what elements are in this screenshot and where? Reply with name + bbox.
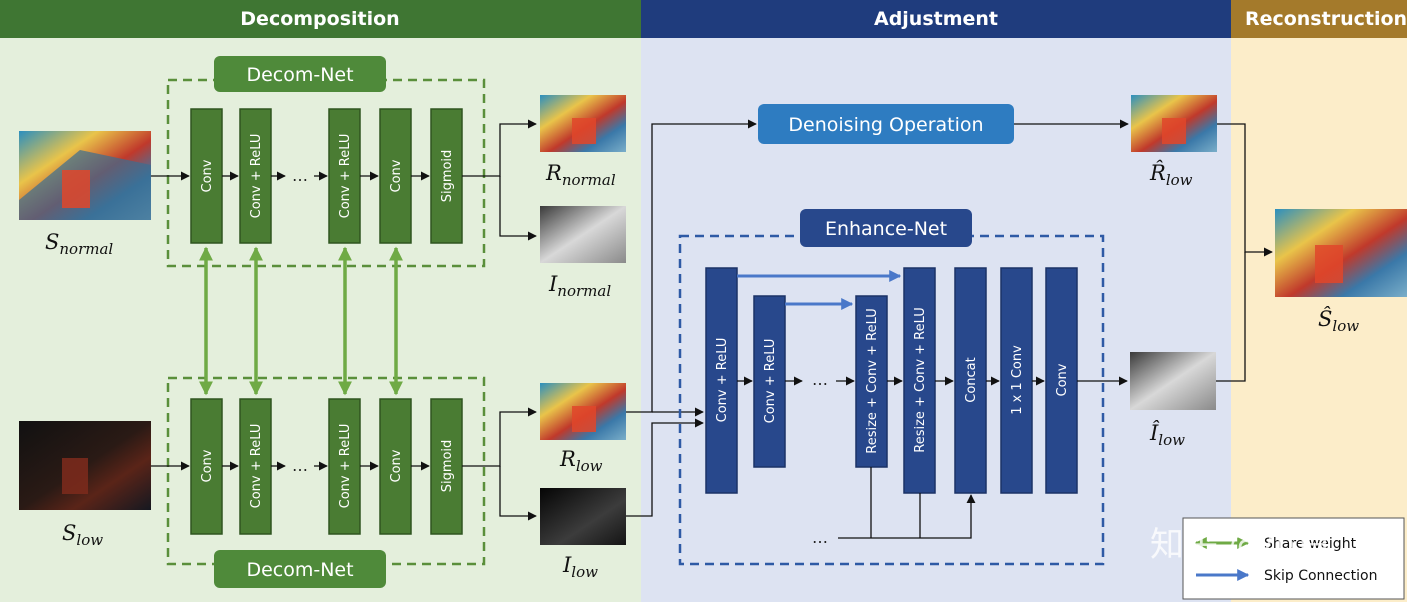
enhance-block-conv-relu-1-label: Conv + ReLU [715, 338, 730, 423]
reconstruction-title: Reconstruction [1245, 8, 1407, 30]
enhance-block-conv-label: Conv [1055, 363, 1070, 396]
top-block-conv-relu-1-label: Conv + ReLU [249, 134, 264, 219]
reconstruction-header [1231, 0, 1407, 38]
top-block-conv-relu-2 [328, 108, 361, 244]
decom-net-bottom-title-box [214, 550, 386, 588]
decom-net-top-title: Decom-Net [246, 64, 353, 86]
arrow-rhat-to-shat [1217, 123, 1273, 257]
bottom-block-conv-relu-2-label: Conv + ReLU [338, 424, 353, 509]
top-block-conv-1 [190, 108, 223, 244]
denoising-operation-box [758, 104, 1014, 144]
image-s-normal [19, 131, 151, 220]
bottom-block-conv-2 [379, 398, 412, 535]
arrow-rlow-to-denoise [626, 119, 757, 413]
bottom-block-conv-relu-1 [239, 398, 272, 535]
decom-net-top-title-box [214, 56, 386, 92]
top-block-conv-relu-1 [239, 108, 272, 244]
image-i-low [540, 488, 626, 545]
enhance-block-conv-relu-2-label: Conv + ReLU [763, 339, 778, 424]
bottom-block-conv-1 [190, 398, 223, 535]
label-i-low: Ilow [562, 553, 598, 581]
watermark: 知乎 @小白 [1150, 525, 1331, 565]
top-block-ellipsis: … [292, 166, 308, 185]
enhance-block-resize-conv-relu-1 [855, 295, 888, 468]
bottom-block-conv-relu-2 [328, 398, 361, 535]
arrow-ihat-to-shat [1216, 252, 1246, 382]
enhance-net-title-box [800, 209, 972, 247]
adjustment-title: Adjustment [874, 8, 998, 30]
adjustment-header [641, 0, 1231, 38]
enhance-bottom-ellipsis: … [812, 528, 828, 547]
label-s-hat-low: Ŝlow [1318, 306, 1359, 335]
decomposition-title: Decomposition [240, 8, 399, 30]
bottom-block-conv-2-label: Conv [389, 449, 404, 482]
enhance-block-resize-conv-relu-1-label: Resize + Conv + ReLU [865, 308, 880, 454]
enhance-block-conv-relu-2 [753, 295, 786, 468]
denoising-operation-label: Denoising Operation [788, 114, 983, 136]
top-block-conv-2-label: Conv [389, 159, 404, 192]
share-weight-arrows [199, 246, 403, 396]
decom-net-bottom-title: Decom-Net [246, 559, 353, 581]
legend-box [1182, 517, 1405, 600]
top-chain-arrows [151, 119, 537, 241]
image-i-normal [540, 206, 626, 263]
label-r-low: Rlow [559, 447, 603, 475]
decom-net-top-blocks: Conv Conv + ReLU … Conv + ReLU Conv Sigm… [190, 108, 463, 244]
label-r-normal: Rnormal [545, 161, 616, 189]
skip-connection-arrows [737, 270, 902, 310]
image-r-low [540, 383, 626, 440]
enhance-net-title: Enhance-Net [825, 218, 947, 240]
label-s-low: Slow [62, 521, 103, 549]
bottom-block-ellipsis: … [292, 456, 308, 475]
bottom-block-conv-relu-1-label: Conv + ReLU [249, 424, 264, 509]
top-block-sigmoid [430, 108, 463, 244]
label-i-normal: Inormal [548, 272, 611, 300]
top-block-conv-1-label: Conv [200, 159, 215, 192]
decom-net-bottom-blocks: Conv Conv + ReLU … Conv + ReLU Conv Sigm… [190, 398, 463, 535]
enhance-block-concat [954, 267, 987, 494]
enhance-block-ellipsis: … [812, 370, 828, 389]
reconstruction-panel [1231, 38, 1407, 602]
legend-share-weight-label: Share weight [1264, 536, 1357, 552]
label-s-normal: Snormal [45, 230, 113, 258]
legend-skip-connection-label: Skip Connection [1264, 568, 1377, 584]
enhance-block-resize-conv-relu-2-label: Resize + Conv + ReLU [913, 307, 928, 453]
enhance-net-blocks: Conv + ReLU Conv + ReLU … Resize + Conv … [705, 267, 1078, 494]
image-r-hat-low [1131, 95, 1217, 152]
top-block-conv-relu-2-label: Conv + ReLU [338, 134, 353, 219]
top-block-sigmoid-label: Sigmoid [440, 150, 455, 203]
enhance-block-1x1-conv-label: 1 x 1 Conv [1010, 345, 1025, 415]
bottom-block-conv-1-label: Conv [200, 449, 215, 482]
label-r-hat-low: R̂low [1149, 161, 1193, 189]
arrow-ilow-to-enhance [626, 418, 704, 517]
bottom-block-sigmoid-label: Sigmoid [440, 440, 455, 493]
legend: Share weight Skip Connection [1182, 517, 1405, 600]
enhance-block-concat-label: Concat [964, 357, 979, 402]
image-s-hat-low [1275, 209, 1407, 297]
top-block-conv-2 [379, 108, 412, 244]
decomposition-header [0, 0, 641, 38]
label-i-hat-low: Îlow [1149, 421, 1185, 449]
image-i-hat-low [1130, 352, 1216, 410]
image-r-normal [540, 95, 626, 152]
enhance-chain-arrows [737, 376, 1128, 539]
image-s-low [19, 421, 151, 510]
enhance-block-conv-relu-1 [705, 267, 738, 494]
bottom-chain-arrows [151, 407, 537, 521]
enhance-block-1x1-conv [1000, 267, 1033, 494]
